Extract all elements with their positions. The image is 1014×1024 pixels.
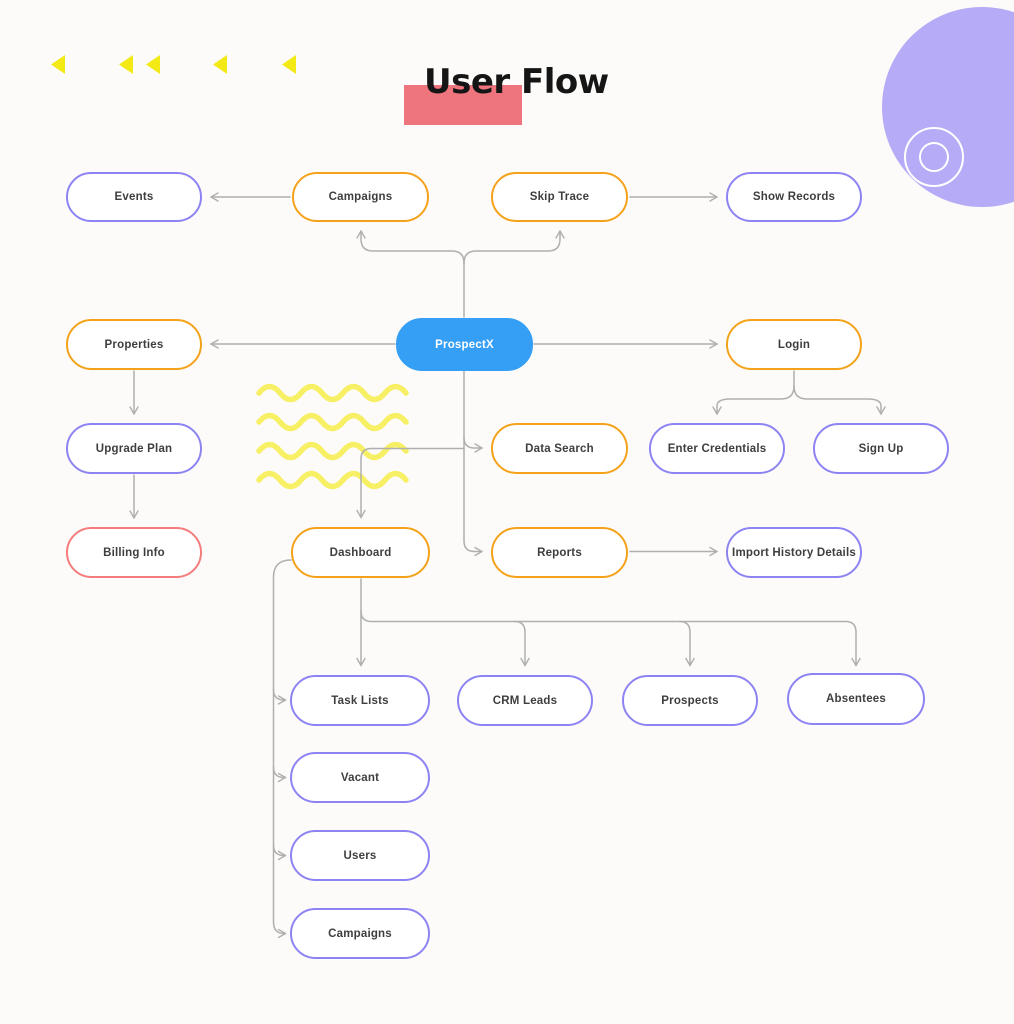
node-billing-info[interactable]: Billing Info xyxy=(66,527,202,578)
node-label: CRM Leads xyxy=(492,694,558,707)
node-sign-up[interactable]: Sign Up xyxy=(813,423,949,474)
yellow-triangles-decoration xyxy=(51,55,296,74)
node-import-history-details[interactable]: Import History Details xyxy=(726,527,862,578)
edge-login-to-entercredentials xyxy=(712,385,795,415)
node-data-search[interactable]: Data Search xyxy=(491,423,628,474)
node-label: Properties xyxy=(104,338,164,351)
node-label: Import History Details xyxy=(732,546,856,559)
yellow-squiggles-decoration xyxy=(256,383,409,490)
node-label: Enter Credentials xyxy=(667,442,767,455)
concentric-ring-inner xyxy=(919,142,949,172)
node-label: Data Search xyxy=(525,442,594,455)
edge-prospectx-to-campaigns xyxy=(356,230,465,264)
node-vacant[interactable]: Vacant xyxy=(290,752,430,803)
node-label: Campaigns xyxy=(328,191,393,203)
node-label: Campaigns xyxy=(328,927,392,940)
node-label: Show Records xyxy=(752,191,836,203)
node-absentees[interactable]: Absentees xyxy=(787,673,925,725)
node-label: ProspectX xyxy=(435,338,494,351)
node-campaigns-top[interactable]: Campaigns xyxy=(292,172,429,222)
node-dashboard[interactable]: Dashboard xyxy=(291,527,430,578)
edge-prospectx-to-dashboard xyxy=(356,447,465,519)
node-label: Users xyxy=(343,849,377,862)
edge-dashboard-left-trunk xyxy=(272,559,292,923)
edge-dashboard-to-absentees xyxy=(360,610,861,667)
node-properties[interactable]: Properties xyxy=(66,319,202,370)
node-reports[interactable]: Reports xyxy=(491,527,628,578)
edge-dashboard-to-crmleads xyxy=(513,620,530,667)
node-label: Upgrade Plan xyxy=(95,442,173,455)
node-label: Events xyxy=(114,191,154,203)
node-label: Dashboard xyxy=(329,546,392,559)
node-skip-trace[interactable]: Skip Trace xyxy=(491,172,628,222)
node-show-records[interactable]: Show Records xyxy=(726,172,862,222)
edge-trunk-to-tasklists xyxy=(272,688,287,705)
node-label: Absentees xyxy=(826,693,886,705)
edge-prospectx-to-reports xyxy=(463,370,483,557)
node-label: Prospects xyxy=(661,694,719,707)
node-campaigns-bottom[interactable]: Campaigns xyxy=(290,908,430,959)
node-label: Vacant xyxy=(340,771,380,784)
node-upgrade-plan[interactable]: Upgrade Plan xyxy=(66,423,202,474)
node-users[interactable]: Users xyxy=(290,830,430,881)
node-events[interactable]: Events xyxy=(66,172,202,222)
edge-prospectx-to-datasearch xyxy=(463,436,483,453)
edge-login-to-signup xyxy=(793,385,886,415)
node-label: Sign Up xyxy=(858,442,904,455)
edge-prospectx-to-skiptrace xyxy=(463,230,565,264)
node-prospectx[interactable]: ProspectX xyxy=(396,318,533,371)
node-prospects[interactable]: Prospects xyxy=(622,675,758,726)
node-label: Skip Trace xyxy=(529,191,590,203)
edge-trunk-to-campaigns xyxy=(272,921,287,939)
node-enter-credentials[interactable]: Enter Credentials xyxy=(649,423,785,474)
page-title: User Flow xyxy=(424,62,609,102)
node-task-lists[interactable]: Task Lists xyxy=(290,675,430,726)
edge-trunk-to-vacant xyxy=(272,766,287,783)
node-label: Task Lists xyxy=(331,694,389,707)
node-label: Reports xyxy=(537,546,582,559)
edge-dashboard-to-prospects xyxy=(678,620,695,667)
edge-trunk-to-users xyxy=(272,844,287,861)
node-login[interactable]: Login xyxy=(726,319,862,370)
concentric-ring-outer xyxy=(904,127,964,187)
title-highlight-bar xyxy=(404,85,522,125)
node-crm-leads[interactable]: CRM Leads xyxy=(457,675,593,726)
node-label: Billing Info xyxy=(103,546,165,559)
node-label: Login xyxy=(777,338,811,351)
